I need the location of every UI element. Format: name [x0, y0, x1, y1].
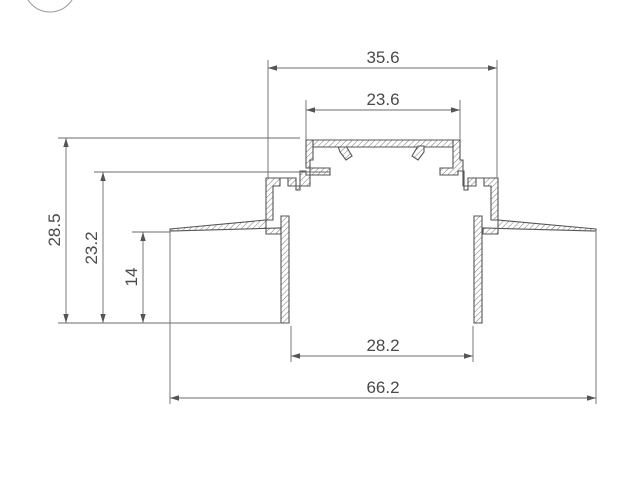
profile-left-half [169, 139, 353, 324]
dim-label-total-height: 28.5 [45, 213, 64, 246]
dim-label-overall: 66.2 [366, 378, 399, 397]
logo-circle-fragment [27, 0, 73, 13]
right-clip [411, 145, 425, 161]
right-outer-wall [483, 177, 499, 221]
dim-label-top-outer: 35.6 [366, 48, 399, 67]
left-step [280, 139, 331, 191]
dim-label-mid-height: 23.2 [82, 231, 101, 264]
left-outer-wall [265, 177, 281, 221]
right-inner-leg [473, 215, 483, 324]
right-step [439, 139, 484, 191]
dim-label-flange-height: 14 [122, 268, 141, 287]
left-clip [337, 145, 353, 161]
extension-lines [58, 60, 597, 404]
dim-label-top-inner: 23.6 [366, 90, 399, 109]
left-flange [169, 219, 282, 235]
top-bar [306, 139, 461, 148]
left-inner-leg [280, 215, 290, 324]
profile-right-half [306, 139, 597, 324]
dim-label-inner-bottom: 28.2 [366, 336, 399, 355]
dimension-lines [63, 65, 596, 401]
right-flange [482, 219, 597, 235]
